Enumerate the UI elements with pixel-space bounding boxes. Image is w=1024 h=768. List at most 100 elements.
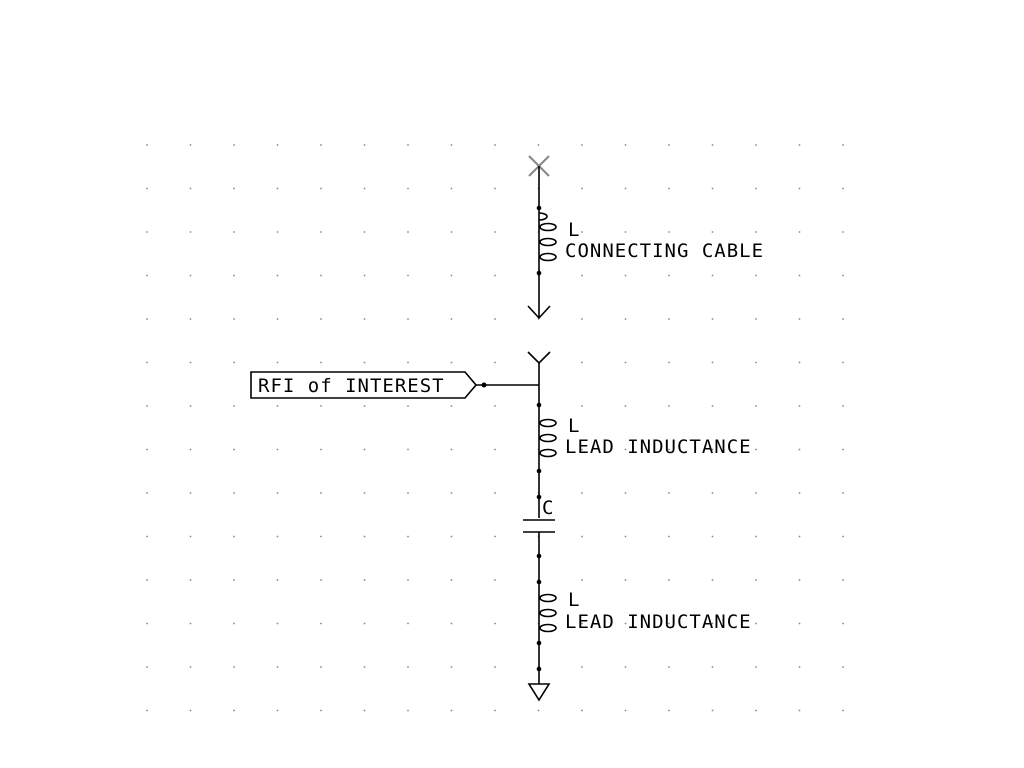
grid-dot (711, 274, 714, 277)
grid-dot (581, 622, 583, 625)
grid-dot (363, 318, 366, 320)
grid-dot (233, 318, 235, 320)
grid-dot (711, 579, 714, 581)
pin-dot (536, 640, 542, 646)
grid-dot (146, 579, 148, 581)
grid-dot (755, 274, 757, 277)
grid-dot (320, 405, 322, 407)
grid-dot (842, 448, 844, 451)
grid-dot (537, 709, 540, 712)
grid-dot (755, 492, 757, 494)
grid-dot (798, 535, 801, 538)
grid-dot (363, 492, 366, 494)
grid-dot (798, 666, 801, 668)
grid-dot (450, 579, 453, 581)
grid-dot (233, 144, 235, 146)
grid-dot (320, 361, 322, 364)
pin-dot (536, 205, 542, 211)
grid-dot (146, 709, 148, 712)
grid-dot (233, 361, 235, 364)
grid-dot (276, 318, 279, 320)
grid-dot (842, 274, 844, 277)
connector-y-icon (527, 351, 551, 365)
grid-dot (711, 318, 714, 320)
grid-dot (407, 535, 409, 538)
grid-dot (276, 361, 279, 364)
grid-dot (146, 318, 148, 320)
grid-dot (842, 622, 844, 625)
grid-dot (624, 187, 627, 190)
grid-dot (189, 231, 192, 233)
pin-dot (536, 494, 542, 500)
grid-dot (755, 709, 757, 712)
grid-dot (450, 448, 453, 451)
grid-dot (842, 231, 844, 233)
grid-dots (146, 144, 844, 712)
lead-inductor-top-coil-icon[interactable] (539, 418, 557, 458)
grid-dot (755, 187, 757, 190)
grid-dot (842, 709, 844, 712)
grid-dot (494, 144, 496, 146)
grid-dot (233, 579, 235, 581)
grid-dot (276, 709, 279, 712)
grid-dot (711, 231, 714, 233)
grid-dot (276, 144, 279, 146)
grid-dot (146, 535, 148, 538)
grid-dot (798, 448, 801, 451)
grid-dot (494, 318, 496, 320)
grid-dot (842, 318, 844, 320)
arrow-down-icon (527, 305, 551, 320)
grid-dot (320, 535, 322, 538)
grid-dot (407, 318, 409, 320)
grid-dot (189, 448, 192, 451)
grid-dot (363, 187, 366, 190)
grid-dot (581, 187, 583, 190)
grid-dot (581, 448, 583, 451)
grid-dot (842, 361, 844, 364)
grid-dot (363, 274, 366, 277)
grid-dot (233, 405, 235, 407)
grid-dot (624, 274, 627, 277)
grid-dot (233, 187, 235, 190)
grid-dot (407, 448, 409, 451)
grid-dot (668, 187, 670, 190)
grid-dot (624, 535, 627, 538)
grid-dot (450, 144, 453, 146)
grid-dot (711, 448, 714, 451)
grid-dot (189, 622, 192, 625)
grid-dot (711, 535, 714, 538)
cable-inductor-coil-icon[interactable] (538, 212, 557, 262)
lead-inductor-bottom-coil-icon[interactable] (539, 593, 557, 633)
grid-dot (755, 535, 757, 538)
grid-dot (842, 187, 844, 190)
grid-dot (407, 361, 409, 364)
pin-dot (536, 270, 542, 276)
grid-dot (668, 492, 670, 494)
grid-dot (189, 492, 192, 494)
grid-dot (276, 405, 279, 407)
grid-dot (581, 579, 583, 581)
rfi-port-flag[interactable]: RFI of INTEREST (250, 371, 478, 399)
grid-dot (276, 666, 279, 668)
grid-dot (581, 535, 583, 538)
grid-dot (624, 622, 627, 625)
grid-dot (407, 231, 409, 233)
grid-dot (494, 492, 496, 494)
pin-dots (536, 205, 542, 672)
grid-dot (494, 405, 496, 407)
grid-dot (363, 448, 366, 451)
grid-dot (798, 318, 801, 320)
capacitor-icon[interactable] (523, 519, 555, 533)
grid-dot (233, 448, 235, 451)
grid-dot (711, 622, 714, 625)
grid-dot (407, 709, 409, 712)
grid-dot (450, 666, 453, 668)
grid-dot (711, 666, 714, 668)
grid-dot (668, 579, 670, 581)
grid-dot (276, 274, 279, 277)
grid-dot (276, 187, 279, 190)
grid-dot (798, 361, 801, 364)
grid-dot (494, 622, 496, 625)
grid-dot (755, 448, 757, 451)
grid-dot (494, 666, 496, 668)
